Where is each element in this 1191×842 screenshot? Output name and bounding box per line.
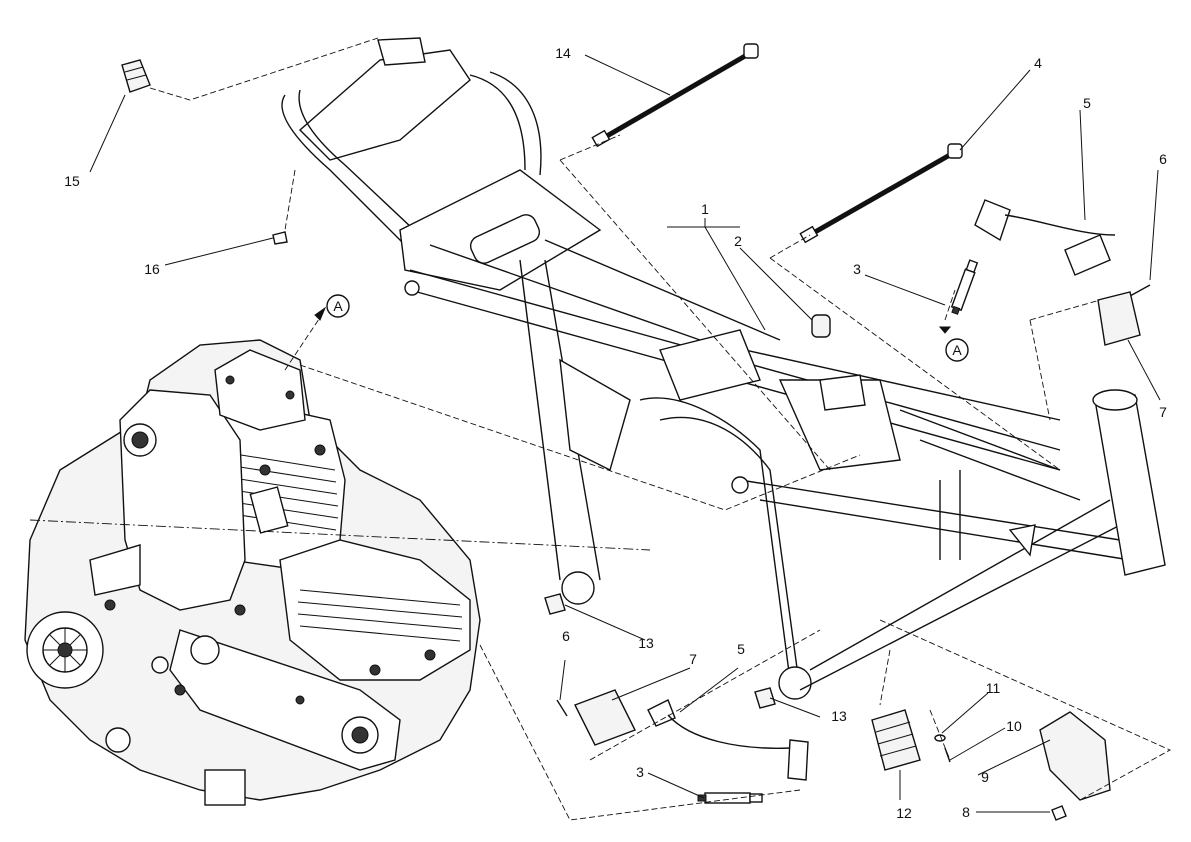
screw-6-lower (556, 699, 568, 717)
callout-11: 11 (986, 680, 1001, 696)
reference-arrows (314, 306, 952, 334)
callout-14: 14 (555, 45, 571, 61)
screw-10 (944, 747, 951, 763)
main-frame (281, 37, 1166, 700)
callout-1: 1 (701, 201, 709, 217)
callout-5-upper: 5 (1083, 95, 1091, 111)
callout-10: 10 (1006, 718, 1022, 734)
long-bolt-upper (591, 43, 759, 148)
ignition-cable-lower (647, 699, 809, 781)
ignition-cable-upper (974, 199, 1116, 276)
callout-7-upper: 7 (1159, 404, 1167, 420)
spark-plug-upper (950, 259, 979, 315)
callout-13-left: 13 (638, 635, 654, 651)
callout-7-lower: 7 (689, 651, 697, 667)
bracket (1039, 711, 1111, 801)
leader-lines (89, 54, 1161, 813)
nut-13-left (544, 593, 566, 615)
washer (934, 734, 946, 742)
screw-6-upper (1129, 284, 1151, 297)
callout-9: 9 (981, 769, 989, 785)
callout-16: 16 (144, 261, 160, 277)
callout-15: 15 (64, 173, 80, 189)
reference-marker-a-frame: A (945, 338, 969, 362)
nut-16 (272, 231, 288, 245)
long-bolt-lower (799, 143, 963, 244)
screw-8 (1051, 805, 1067, 821)
reference-marker-label: A (333, 298, 343, 314)
callout-8: 8 (962, 804, 970, 820)
rubber-boot (871, 709, 921, 771)
callout-6-lower: 6 (562, 628, 570, 644)
callout-5-lower: 5 (737, 641, 745, 657)
callout-2: 2 (734, 233, 742, 249)
reference-marker-label: A (952, 342, 962, 358)
callout-labels: 1 2 3 3 4 5 5 6 6 7 7 8 9 10 11 12 13 13… (64, 45, 1167, 821)
ignition-coil-upper (1097, 291, 1141, 346)
spacer (811, 314, 831, 338)
callout-4: 4 (1034, 55, 1042, 71)
callout-13-right: 13 (831, 708, 847, 724)
callout-3-lower: 3 (636, 764, 644, 780)
callout-12: 12 (896, 805, 912, 821)
reference-marker-a-engine: A (326, 294, 350, 318)
parts (121, 43, 1151, 821)
callout-3-upper: 3 (853, 261, 861, 277)
nut-13-right (754, 687, 776, 709)
spark-plug-lower (697, 792, 763, 804)
rubber-bushing (121, 59, 151, 93)
engine-assembly (24, 339, 481, 806)
callout-6-upper: 6 (1159, 151, 1167, 167)
ignition-coil-lower (574, 689, 636, 746)
guide-lines (29, 37, 1172, 821)
